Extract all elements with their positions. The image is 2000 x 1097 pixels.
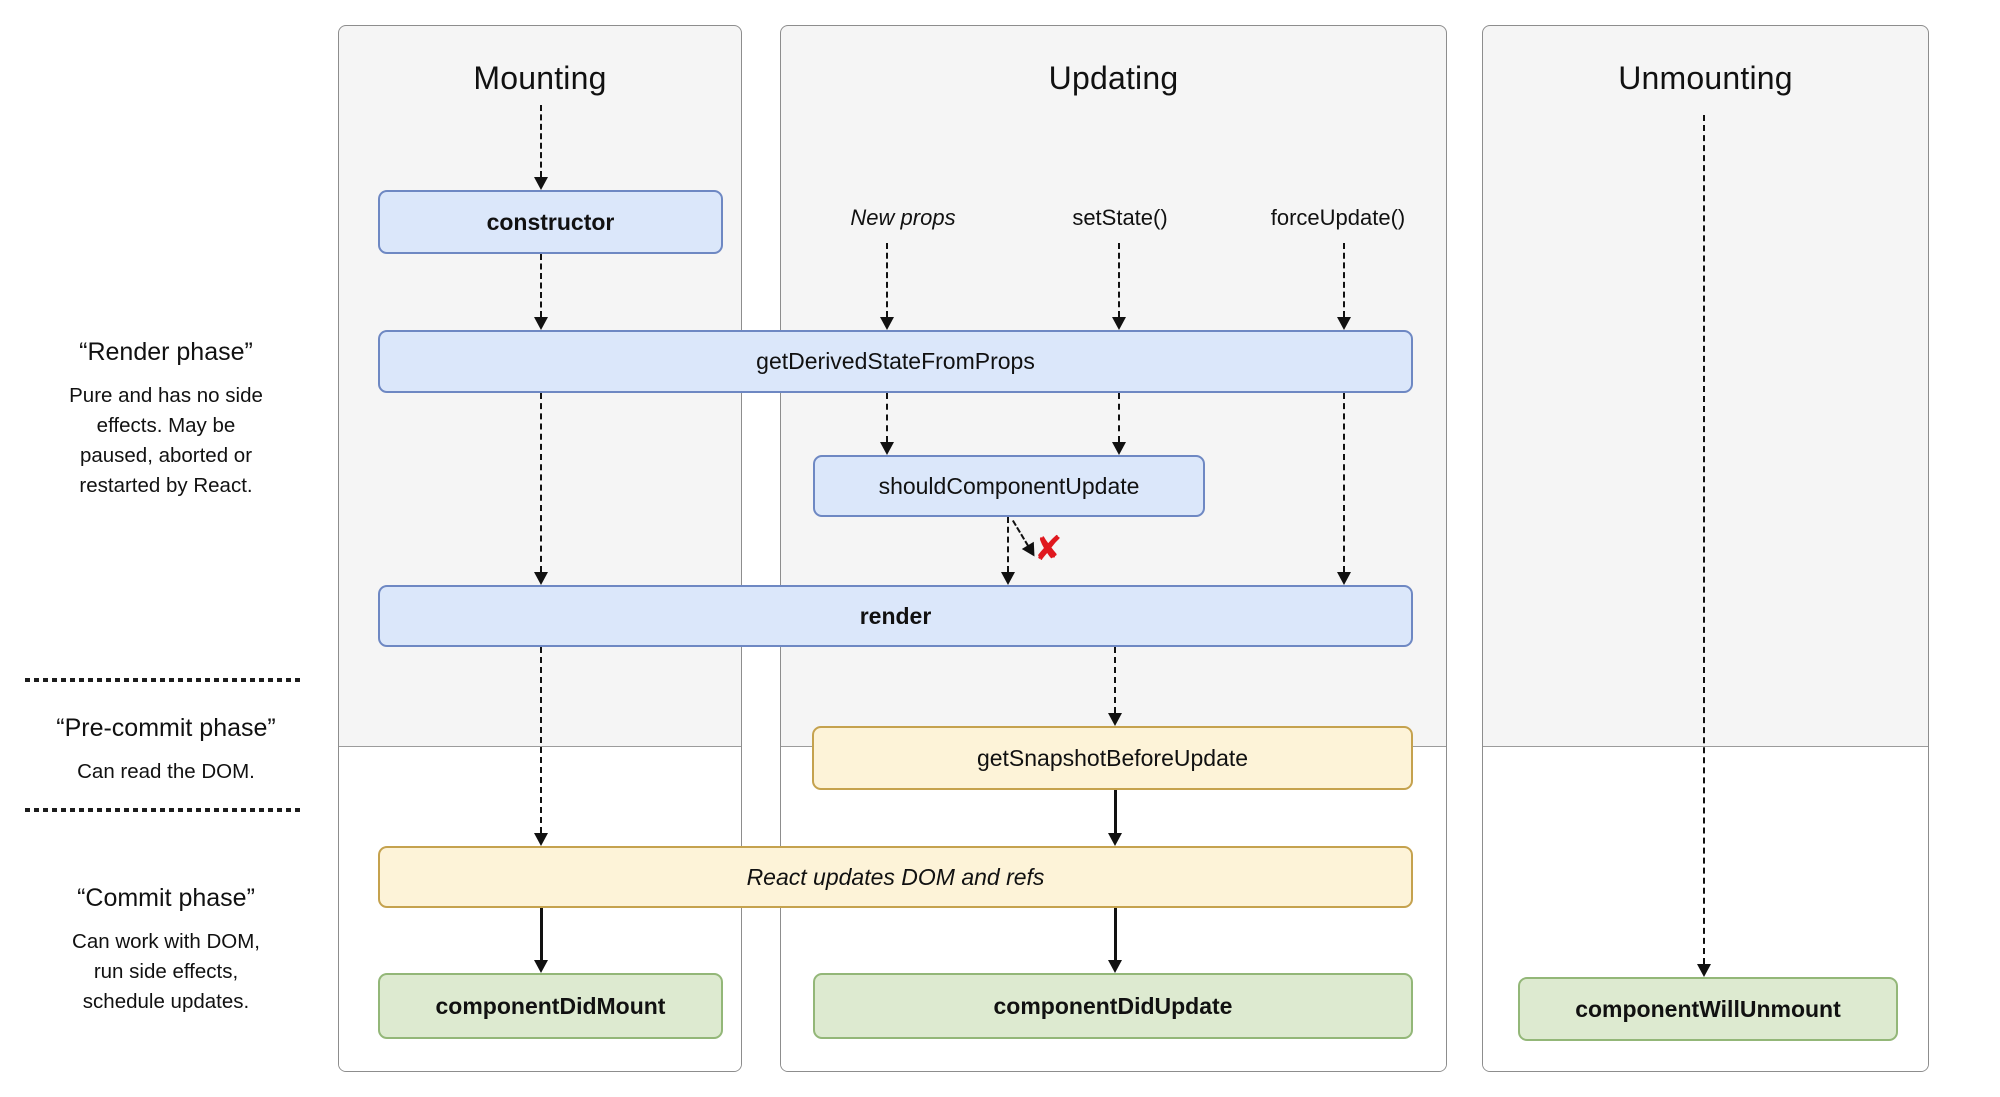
- phase-commit-line: run side effects,: [93, 960, 239, 983]
- node-react-updates-dom: React updates DOM and refs: [378, 846, 1413, 908]
- arrow-mount-start: [540, 105, 542, 177]
- arrow-render-to-getsnapshot: [1114, 647, 1116, 713]
- arrow-getsnapshot-to-reactupdates: [1114, 790, 1117, 834]
- arrow-shouldupdate-to-render: [1007, 517, 1009, 572]
- phase-render-line: Pure and has no side: [69, 384, 263, 407]
- arrow-reactupdates-to-didmount: [540, 908, 543, 961]
- phase-label-pre-commit: “Pre-commit phase” Can read the DOM.: [18, 714, 314, 787]
- phase-commit-line: schedule updates.: [82, 990, 250, 1013]
- arrow-reactupdates-to-didupdate: [1114, 908, 1117, 961]
- node-component-did-mount: componentDidMount: [378, 973, 723, 1039]
- phase-render-title: “Render phase”: [79, 338, 253, 366]
- node-should-component-update: shouldComponentUpdate: [813, 455, 1205, 517]
- arrow-getderived-to-render-mounting: [540, 393, 542, 572]
- arrowhead-render-mounting-icon: [534, 572, 548, 585]
- arrowhead-shouldupdate-right-icon: [1112, 442, 1126, 455]
- phase-pre-commit-line: Can read the DOM.: [77, 760, 255, 783]
- phase-render-line: effects. May be: [96, 414, 236, 437]
- arrowhead-reactupdates-mounting-icon: [534, 833, 548, 846]
- arrowhead-getsnapshot-icon: [1108, 713, 1122, 726]
- arrowhead-reactupdates-updating-icon: [1108, 833, 1122, 846]
- arrow-getderived-to-shouldupdate-right: [1118, 393, 1120, 442]
- arrow-setstate-to-getderived: [1118, 243, 1120, 317]
- arrow-getderived-to-shouldupdate-left: [886, 393, 888, 442]
- node-get-derived-state-from-props: getDerivedStateFromProps: [378, 330, 1413, 393]
- column-title-updating: Updating: [1048, 60, 1179, 96]
- arrow-constructor-to-getderived: [540, 254, 542, 317]
- phase-label-render: “Render phase” Pure and has no side effe…: [18, 338, 314, 501]
- phase-render-line: paused, aborted or: [79, 444, 253, 467]
- phase-label-commit: “Commit phase” Can work with DOM, run si…: [18, 884, 314, 1017]
- arrowhead-getderived-setstate-icon: [1112, 317, 1126, 330]
- arrowhead-getderived-mounting-icon: [534, 317, 548, 330]
- column-title-unmounting: Unmounting: [1618, 60, 1793, 96]
- column-title-mounting: Mounting: [473, 60, 607, 96]
- phase-commit-line: Can work with DOM,: [72, 930, 260, 953]
- arrowhead-render-forceupdate-icon: [1337, 572, 1351, 585]
- node-component-will-unmount: componentWillUnmount: [1518, 977, 1898, 1041]
- trigger-set-state: setState(): [1072, 205, 1168, 230]
- phase-render-line: restarted by React.: [79, 474, 253, 497]
- node-component-did-update: componentDidUpdate: [813, 973, 1413, 1039]
- arrow-render-to-reactupdates-mounting: [540, 647, 542, 833]
- arrowhead-getderived-forceupdate-icon: [1337, 317, 1351, 330]
- arrowhead-render-shouldupdate-icon: [1001, 572, 1015, 585]
- arrow-forceupdate-to-render: [1343, 393, 1345, 572]
- arrowhead-didmount-icon: [534, 960, 548, 973]
- skip-render-x-icon: ✘: [1034, 529, 1063, 569]
- trigger-new-props: New props: [850, 205, 956, 230]
- node-get-snapshot-before-update: getSnapshotBeforeUpdate: [812, 726, 1413, 790]
- phase-separator-bottom: [25, 808, 303, 812]
- arrowhead-didupdate-icon: [1108, 960, 1122, 973]
- arrowhead-willunmount-icon: [1697, 964, 1711, 977]
- arrow-newprops-to-getderived: [886, 243, 888, 317]
- arrowhead-getderived-newprops-icon: [880, 317, 894, 330]
- node-render: render: [378, 585, 1413, 647]
- arrowhead-shouldupdate-left-icon: [880, 442, 894, 455]
- phase-pre-commit-title: “Pre-commit phase”: [56, 714, 276, 742]
- arrowhead-constructor-icon: [534, 177, 548, 190]
- node-constructor: constructor: [378, 190, 723, 254]
- panel-unmounting: [1482, 25, 1929, 1072]
- arrow-unmount-to-willunmount: [1703, 115, 1705, 964]
- phase-separator-top: [25, 678, 303, 682]
- phase-commit-title: “Commit phase”: [77, 884, 255, 912]
- arrow-forceupdate-to-getderived: [1343, 243, 1345, 317]
- trigger-force-update: forceUpdate(): [1270, 205, 1406, 230]
